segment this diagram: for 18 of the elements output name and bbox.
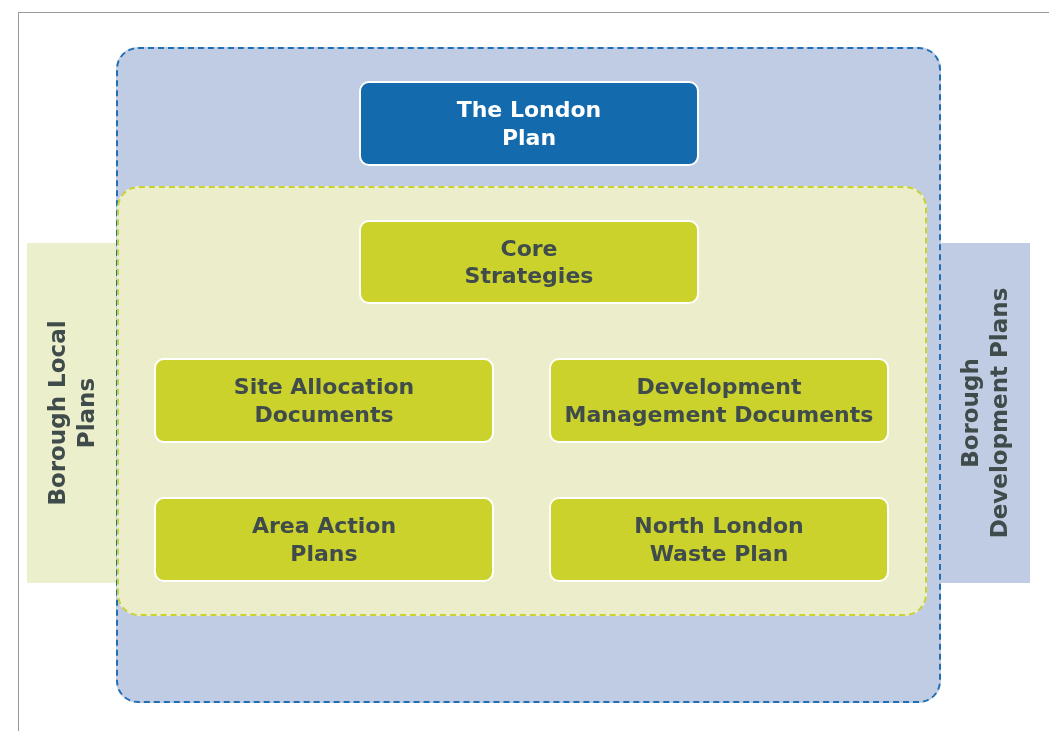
box-label: Borough Development Plans [956,286,1013,541]
outer-container [116,47,941,703]
box-label: North London Waste Plan [633,512,805,567]
plan-box [359,81,699,166]
plan-box [154,358,494,443]
box-label: The London Plan [455,96,603,151]
box-label: Area Action Plans [250,512,398,567]
box-label: Borough Local Plans [43,319,100,508]
plan-box [154,497,494,582]
plan-box [549,497,889,582]
box-label: Site Allocation Documents [232,373,416,428]
box-label: Core Strategies [463,234,595,290]
plan-box [359,220,699,304]
side-tab [27,243,117,583]
inner-container [117,186,927,616]
plan-box [549,358,889,443]
box-label: Development Management Documents [563,373,875,428]
side-tab [940,243,1030,583]
